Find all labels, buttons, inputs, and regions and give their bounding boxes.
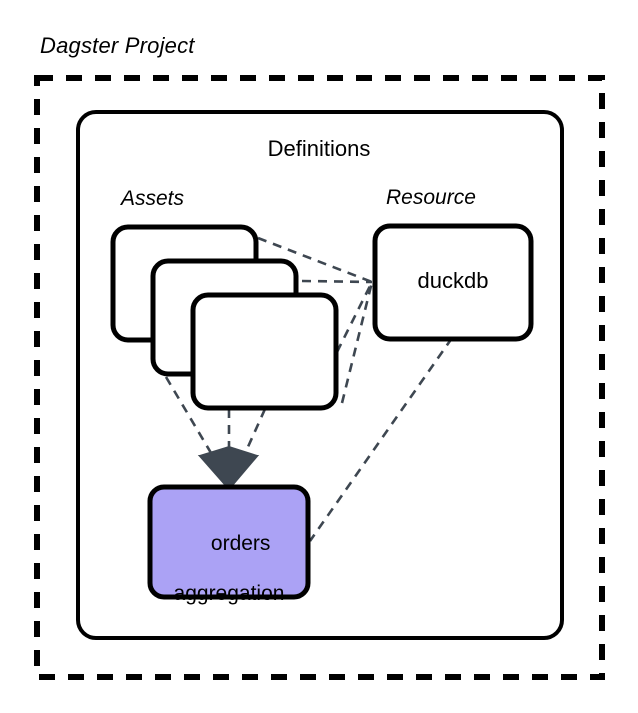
assets-group-label: Assets	[121, 187, 185, 210]
edge-asset-front-to-duckdb	[335, 281, 374, 353]
orders-label-line1: orders	[210, 532, 271, 556]
edge-asset-front-to-orders	[241, 408, 267, 459]
orders-aggregation-node-label: orders aggregation	[150, 508, 308, 655]
page-title: Dagster Project	[40, 33, 195, 58]
edge-asset-middle-to-duckdb	[301, 279, 373, 284]
resource-group-label: Resource	[386, 186, 476, 209]
definitions-label: Definitions	[267, 136, 371, 161]
duckdb-node-label: duckdb	[417, 268, 489, 293]
edge-group-assets-to-duckdb	[257, 236, 374, 404]
orders-aggregation-card[interactable]	[147, 484, 311, 600]
edge-asset-back-to-duckdb	[257, 236, 373, 284]
duckdb-card[interactable]	[372, 223, 534, 342]
edge-asset-front-lower-to-duckdb	[340, 281, 374, 404]
asset-card-front[interactable]	[190, 292, 339, 411]
orders-label-line2: aggregation	[173, 582, 285, 606]
diamond-arrowhead-top-icon	[199, 445, 258, 457]
